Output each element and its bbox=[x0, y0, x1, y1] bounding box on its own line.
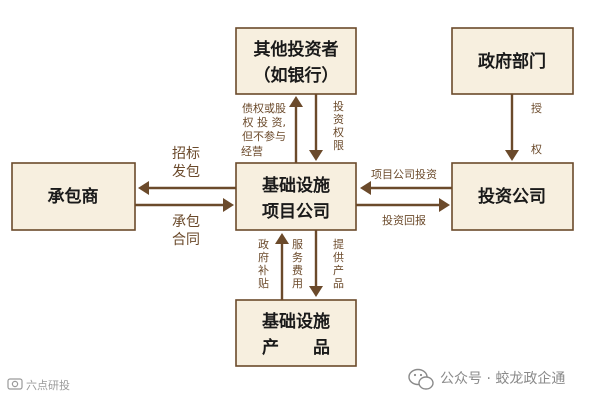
service-fee-c2: 务 bbox=[292, 251, 303, 264]
watermark-right-text: 公众号 · 蛟龙政企通 bbox=[440, 370, 565, 387]
other-investors-line2: （如银行） bbox=[254, 65, 339, 86]
node-government: 政府部门 bbox=[451, 27, 574, 95]
gov-subsidy-c4: 贴 bbox=[258, 276, 269, 290]
arrow-company-to-investment bbox=[356, 198, 450, 212]
node-investment-company: 投资公司 bbox=[451, 162, 574, 231]
watermark-left: 六点研投 bbox=[7, 378, 70, 392]
label-contract: 承包 合同 bbox=[172, 214, 200, 248]
label-authorization: 授 权 bbox=[531, 101, 542, 156]
service-fee-c3: 费 bbox=[292, 264, 303, 277]
gov-subsidy-c3: 补 bbox=[258, 264, 269, 277]
authorization-c2: 权 bbox=[531, 143, 542, 156]
label-provide-product: 提 供 产 品 bbox=[333, 238, 344, 290]
product-line1: 基础设施 bbox=[261, 311, 330, 332]
node-infrastructure-product: 基础设施 产 品 bbox=[235, 299, 357, 367]
service-fee-c4: 用 bbox=[292, 277, 303, 290]
arrow-investment-to-company bbox=[360, 181, 452, 195]
wechat-icon bbox=[408, 368, 434, 390]
contract-line1: 承包 bbox=[172, 214, 200, 230]
tender-package-line1: 招标 bbox=[172, 146, 200, 162]
authorization-c1: 授 bbox=[531, 101, 542, 115]
gov-subsidy-c2: 府 bbox=[258, 250, 269, 264]
debt-equity-line1: 债权或股 bbox=[242, 101, 286, 115]
label-tender-package: 招标 发包 bbox=[172, 146, 200, 180]
gov-subsidy-c1: 政 bbox=[258, 237, 269, 251]
investment-rights-c2: 资 bbox=[333, 113, 344, 126]
node-project-company: 基础设施 项目公司 bbox=[235, 162, 357, 231]
debt-equity-line3: 但不参与 bbox=[242, 129, 286, 143]
project-company-line1: 基础设施 bbox=[261, 175, 330, 196]
label-debt-equity: 债权或股 权 投 资, 但不参与 经营 bbox=[241, 101, 286, 158]
node-other-investors: 其他投资者 （如银行） bbox=[235, 27, 357, 95]
arrow-product-to-company bbox=[275, 233, 289, 300]
arrow-company-to-product bbox=[309, 230, 323, 297]
label-gov-subsidy: 政 府 补 贴 bbox=[258, 237, 269, 290]
provide-product-c1: 提 bbox=[333, 238, 344, 251]
label-service-fee: 服 务 费 用 bbox=[292, 238, 303, 290]
arrow-gov-to-investment bbox=[505, 94, 519, 161]
watermark-right: 公众号 · 蛟龙政企通 bbox=[408, 368, 565, 390]
label-project-company-investment: 项目公司投资 bbox=[371, 167, 437, 181]
government-label: 政府部门 bbox=[478, 51, 546, 72]
investment-company-label: 投资公司 bbox=[478, 186, 546, 207]
arrow-contractor-to-company bbox=[135, 198, 234, 212]
node-contractor: 承包商 bbox=[11, 162, 136, 231]
investment-rights-c3: 权 bbox=[333, 126, 344, 139]
label-investment-return: 投资回报 bbox=[382, 213, 426, 227]
provide-product-c3: 产 bbox=[333, 263, 344, 277]
contractor-label: 承包商 bbox=[48, 186, 99, 207]
project-company-line2: 项目公司 bbox=[262, 202, 330, 222]
label-investment-rights: 投 资 权 限 bbox=[333, 99, 344, 152]
investment-rights-c1: 投 bbox=[333, 99, 344, 113]
arrow-investors-to-company bbox=[309, 94, 323, 161]
provide-product-c2: 供 bbox=[333, 250, 344, 264]
investment-rights-c4: 限 bbox=[333, 139, 344, 152]
tender-package-line2: 发包 bbox=[172, 164, 200, 180]
debt-equity-line4: 经营 bbox=[241, 144, 263, 158]
watermark-left-text: 六点研投 bbox=[26, 378, 70, 392]
provide-product-c4: 品 bbox=[333, 277, 344, 290]
service-fee-c1: 服 bbox=[292, 238, 303, 251]
arrow-company-to-investors bbox=[289, 96, 303, 163]
arrow-company-to-contractor bbox=[138, 181, 236, 195]
other-investors-line1: 其他投资者 bbox=[254, 39, 339, 60]
contract-line2: 合同 bbox=[172, 232, 200, 248]
debt-equity-line2: 权 投 资, bbox=[243, 115, 287, 129]
product-line2: 产 品 bbox=[262, 337, 330, 358]
camera-icon bbox=[7, 378, 23, 390]
